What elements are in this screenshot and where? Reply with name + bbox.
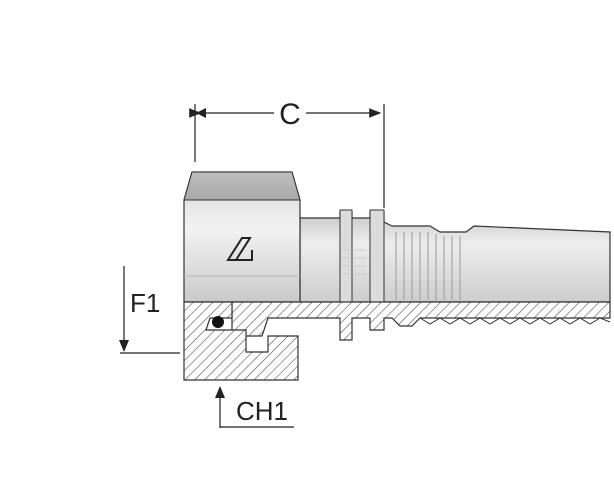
o-ring [212,316,224,328]
dimension-ch1-label: CH1 [236,396,288,426]
brand-logo [226,237,253,261]
collar-ring-1 [339,209,353,303]
swivel-nut [183,171,301,303]
dimension-c-label: C [279,98,301,131]
hose-tail [299,209,611,303]
barb-grooves [395,232,461,300]
collar-ring-2 [369,209,385,303]
dimension-c: C [189,98,385,208]
section-cut [183,301,611,381]
dimension-f1: F1 [119,266,180,354]
dimension-ch1: CH1 [215,386,294,428]
dimension-f1-label: F1 [130,288,160,318]
